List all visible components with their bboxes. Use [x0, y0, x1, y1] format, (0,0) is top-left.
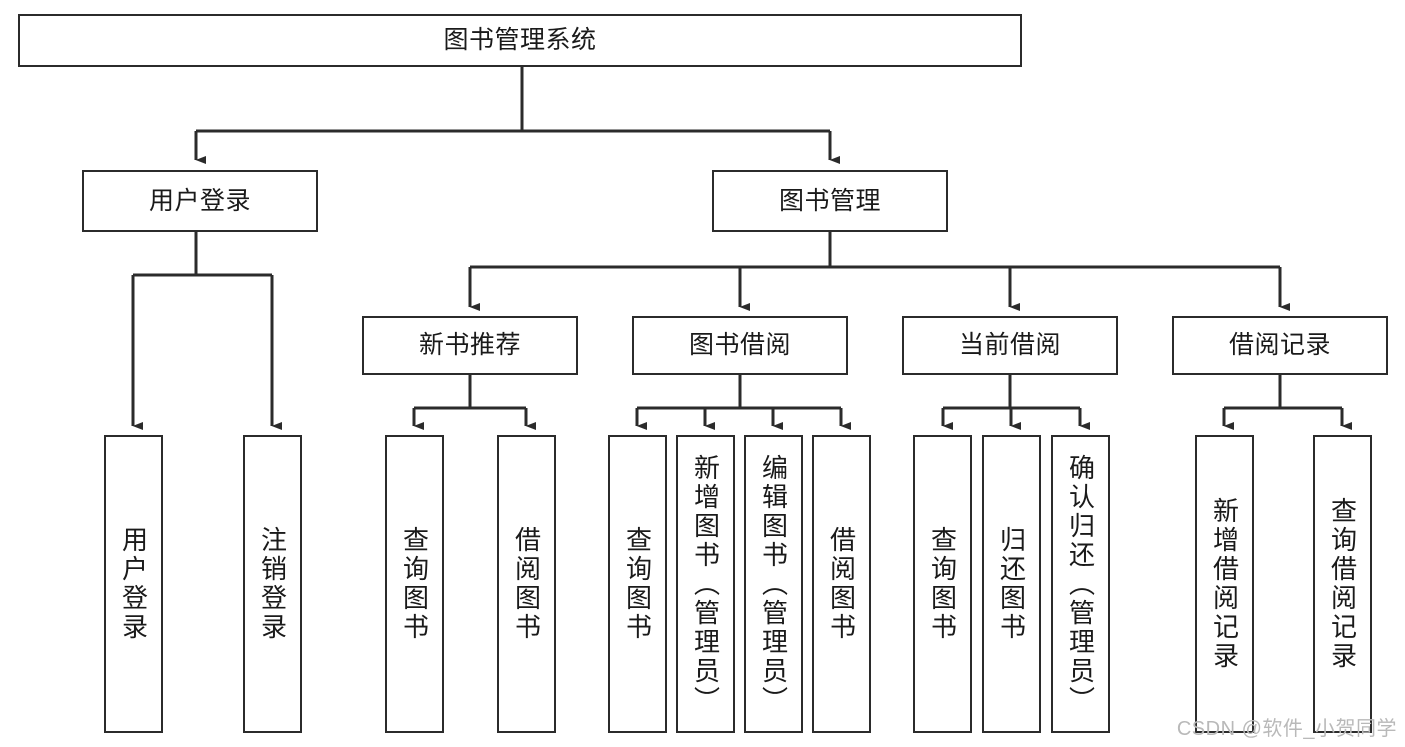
leaf-current-borrow-confirm-return[interactable]: 确认归还（管理员） — [1051, 435, 1110, 733]
node-label: 新增借阅记录 — [1209, 497, 1240, 671]
node-label: 确认归还（管理员） — [1065, 453, 1096, 715]
node-label: 新增图书（管理员） — [690, 453, 721, 715]
leaf-book-borrow-edit[interactable]: 编辑图书（管理员） — [744, 435, 803, 733]
node-label: 注销登录 — [257, 526, 288, 642]
leaf-current-borrow-return[interactable]: 归还图书 — [982, 435, 1041, 733]
node-label: 图书管理 — [778, 186, 881, 215]
leaf-borrow-record-add[interactable]: 新增借阅记录 — [1195, 435, 1254, 733]
node-label: 归还图书 — [996, 526, 1027, 642]
leaf-book-borrow-lend[interactable]: 借阅图书 — [812, 435, 871, 733]
leaf-borrow-record-query[interactable]: 查询借阅记录 — [1313, 435, 1372, 733]
node-label: 查询图书 — [399, 526, 430, 642]
node-label: 查询图书 — [622, 526, 653, 642]
node-label: 借阅图书 — [511, 526, 542, 642]
node-borrow-record[interactable]: 借阅记录 — [1172, 316, 1388, 375]
node-label: 当前借阅 — [958, 331, 1061, 359]
leaf-book-borrow-query[interactable]: 查询图书 — [608, 435, 667, 733]
node-label: 编辑图书（管理员） — [758, 453, 789, 715]
node-label: 借阅记录 — [1228, 331, 1331, 359]
leaf-book-borrow-add[interactable]: 新增图书（管理员） — [676, 435, 735, 733]
node-current-borrow[interactable]: 当前借阅 — [902, 316, 1118, 375]
node-label: 查询借阅记录 — [1327, 497, 1358, 671]
node-label: 用户登录 — [148, 186, 251, 215]
node-label: 用户登录 — [118, 526, 149, 642]
leaf-user-login-signin[interactable]: 用户登录 — [104, 435, 163, 733]
node-user-login[interactable]: 用户登录 — [82, 170, 318, 232]
node-label: 图书管理系统 — [443, 26, 597, 54]
node-label: 新书推荐 — [418, 331, 521, 359]
watermark-text: CSDN @软件_小贺同学 — [1176, 718, 1397, 740]
leaf-new-book-borrow[interactable]: 借阅图书 — [497, 435, 556, 733]
node-label: 查询图书 — [927, 526, 958, 642]
leaf-current-borrow-query[interactable]: 查询图书 — [913, 435, 972, 733]
leaf-new-book-query[interactable]: 查询图书 — [385, 435, 444, 733]
node-book-management[interactable]: 图书管理 — [712, 170, 948, 232]
node-label: 借阅图书 — [826, 526, 857, 642]
node-label: 图书借阅 — [688, 331, 791, 359]
node-book-borrow[interactable]: 图书借阅 — [632, 316, 848, 375]
leaf-user-login-signout[interactable]: 注销登录 — [243, 435, 302, 733]
node-root-library-system[interactable]: 图书管理系统 — [18, 14, 1022, 67]
node-new-book-recommend[interactable]: 新书推荐 — [362, 316, 578, 375]
